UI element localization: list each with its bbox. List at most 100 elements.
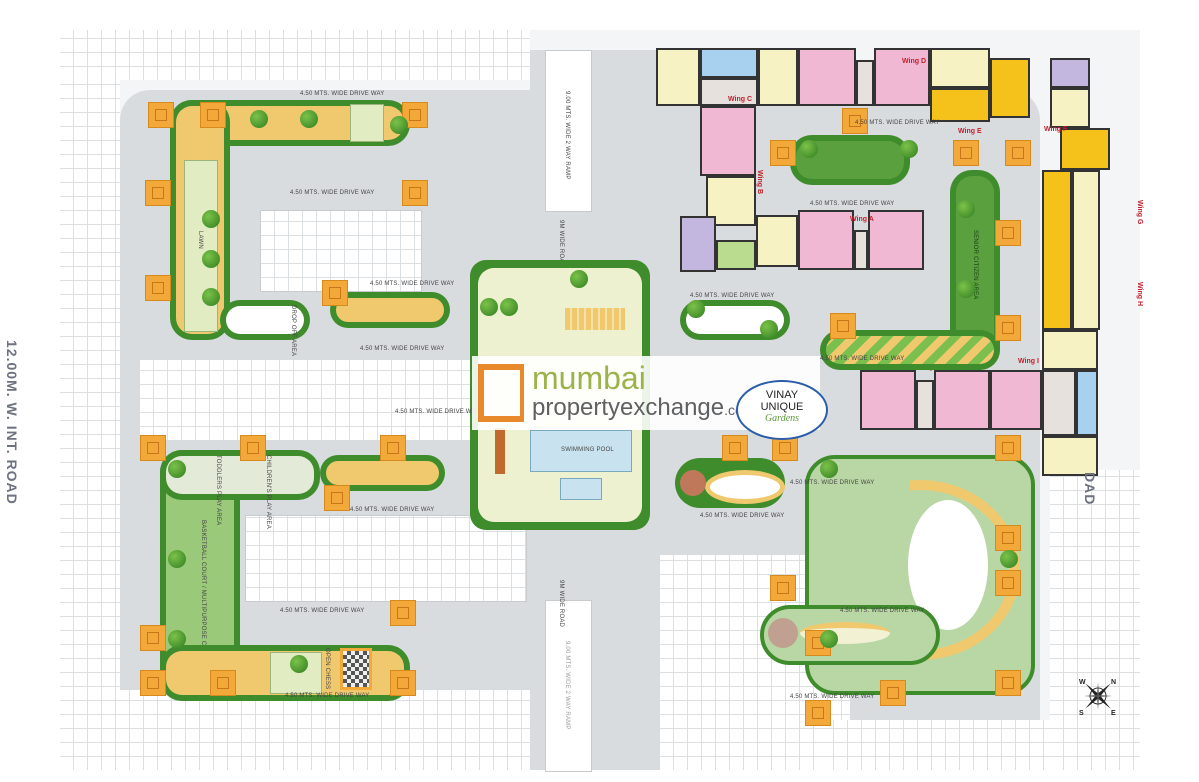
toddlers-play-label: TODDLERS PLAY AREA xyxy=(215,455,221,526)
entry-pad xyxy=(995,315,1021,341)
garden-ne-bottom xyxy=(820,330,1000,370)
outline-building-3 xyxy=(245,515,527,602)
driveway-label: 4.50 MTS. WIDE DRIVE WAY xyxy=(790,480,875,486)
entry-pad xyxy=(322,280,348,306)
unit-block xyxy=(1042,436,1098,476)
entry-pad xyxy=(830,313,856,339)
driveway-label: 4.50 MTS. WIDE DRIVE WAY xyxy=(840,608,925,614)
tree xyxy=(202,250,220,268)
watermark-domain: propertyexchange xyxy=(532,394,725,421)
lawn-nw: LAWN xyxy=(184,160,218,332)
entry-pad xyxy=(210,670,236,696)
svg-text:E: E xyxy=(1111,710,1116,717)
entry-pad xyxy=(390,670,416,696)
entry-pad xyxy=(148,102,174,128)
garden-dropoff xyxy=(220,300,310,340)
tree xyxy=(202,210,220,228)
svg-text:W: W xyxy=(1079,679,1086,686)
tree xyxy=(250,110,268,128)
unit-block xyxy=(1042,330,1098,370)
wing-a-label: Wing A xyxy=(850,216,874,223)
outline-building-bottom-east xyxy=(820,720,1050,770)
service-road-top-label: 9M WIDE ROAD xyxy=(558,220,564,268)
stair-core xyxy=(1042,370,1076,436)
tree xyxy=(480,298,498,316)
road-label-east: DAD xyxy=(1082,472,1098,506)
lawn-label: LAWN xyxy=(197,231,203,249)
wing-c-label: Wing C xyxy=(728,96,753,103)
wing-e-label: Wing E xyxy=(958,128,982,135)
unit-block xyxy=(1050,88,1090,128)
project-logo: VINAY UNIQUE Gardens xyxy=(736,380,828,440)
entry-pad xyxy=(995,435,1021,461)
tree xyxy=(290,655,308,673)
tree xyxy=(390,116,408,134)
driveway-label: 4.50 MTS. WIDE DRIVE WAY xyxy=(820,356,905,362)
tree xyxy=(957,200,975,218)
swimming-pool: SWIMMING POOL xyxy=(530,430,632,472)
stair-core xyxy=(856,60,874,106)
driveway-label: 4.50 MTS. WIDE DRIVE WAY xyxy=(690,293,775,299)
stair-core xyxy=(916,380,934,430)
unit-block xyxy=(874,48,930,106)
unit-block xyxy=(1050,58,1090,88)
pool-deck-strip xyxy=(495,428,505,474)
driveway-label: 4.50 MTS. WIDE DRIVE WAY xyxy=(370,281,455,287)
unit-block xyxy=(706,176,756,226)
entry-pad xyxy=(140,670,166,696)
watermark-line2: propertyexchange.com xyxy=(532,394,754,424)
tree xyxy=(820,630,838,648)
unit-block xyxy=(1072,170,1100,330)
chess-board xyxy=(340,648,372,690)
outline-building-west xyxy=(60,80,120,770)
watermark-logo-icon xyxy=(478,364,524,422)
unit-block xyxy=(798,48,856,106)
entry-pad xyxy=(995,525,1021,551)
driveway-label: 4.50 MTS. WIDE DRIVE WAY xyxy=(300,91,385,97)
entry-pad xyxy=(953,140,979,166)
drop-off-label: DROP OFF AREA xyxy=(290,305,296,357)
tree xyxy=(202,288,220,306)
driveway-label: 4.50 MTS. WIDE DRIVE WAY xyxy=(360,346,445,352)
driveway-label: 4.50 MTS. WIDE DRIVE WAY xyxy=(395,409,480,415)
wing-f-label: Wing F xyxy=(1044,126,1068,133)
service-road-bottom-label: 9M WIDE ROAD xyxy=(558,580,564,628)
unit-block xyxy=(758,48,798,106)
unit-block xyxy=(1042,170,1072,330)
driveway-label: 4.50 MTS. WIDE DRIVE WAY xyxy=(290,190,375,196)
tree xyxy=(300,110,318,128)
ramp-bottom-label: 9.00 MTS. WIDE 2 WAY RAMP xyxy=(564,641,570,730)
tree xyxy=(760,320,778,338)
entry-pad xyxy=(1005,140,1031,166)
driveway-label: 4.50 MTS. WIDE DRIVE WAY xyxy=(280,608,365,614)
steps xyxy=(565,308,625,330)
entry-pad xyxy=(880,680,906,706)
sitting-plaza-se xyxy=(680,470,706,496)
driveway-label: 4.50 MTS. WIDE DRIVE WAY xyxy=(350,507,435,513)
wing-b-label: Wing B xyxy=(756,170,763,195)
driveway-label: 4.50 MTS. WIDE DRIVE WAY xyxy=(790,694,875,700)
lawn-nw-top xyxy=(350,104,384,142)
entry-pad xyxy=(324,485,350,511)
kids-pool xyxy=(560,478,602,500)
tree xyxy=(1000,550,1018,568)
unit-block xyxy=(860,370,916,430)
unit-block xyxy=(930,48,990,88)
outline-building-top-west xyxy=(60,30,530,80)
entry-pad xyxy=(200,102,226,128)
tree xyxy=(500,298,518,316)
tree xyxy=(820,460,838,478)
unit-block xyxy=(930,88,990,122)
watermark-line1: mumbai xyxy=(532,360,646,396)
entry-pad xyxy=(140,625,166,651)
driveway-label: 4.50 MTS. WIDE DRIVE WAY xyxy=(810,201,895,207)
senior-citizen-label: SENIOR CITIZEN AREA xyxy=(972,230,978,300)
wing-d-label: Wing D xyxy=(902,58,927,65)
logo-line3: Gardens xyxy=(764,413,800,424)
logo-line1: VINAY xyxy=(765,389,799,401)
unit-block xyxy=(700,48,758,78)
garden-strip-nw xyxy=(330,292,450,328)
unit-block xyxy=(868,210,924,270)
unit-block xyxy=(798,210,854,270)
entry-pad xyxy=(145,180,171,206)
